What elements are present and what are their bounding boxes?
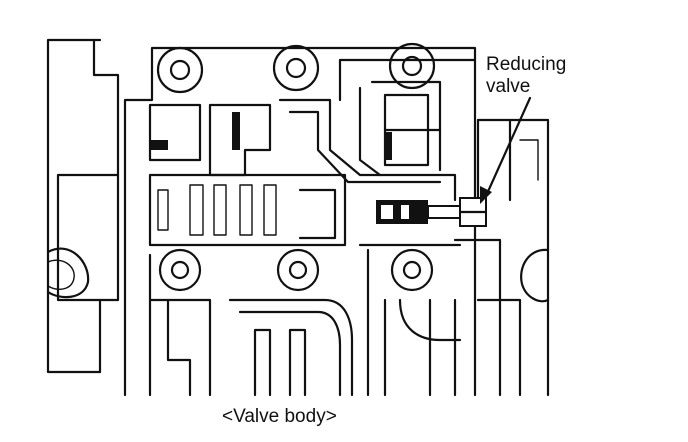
- housing-outline: [46, 38, 120, 374]
- callout-label-line2: valve: [486, 76, 531, 97]
- oil-passages: [148, 80, 462, 397]
- valve-plate: [123, 46, 477, 397]
- callout-arrow: [480, 96, 532, 204]
- bolt-bosses: [156, 42, 436, 292]
- callout-label-line1: Reducing: [486, 54, 567, 75]
- housing-right: [453, 118, 550, 397]
- reducing-valve-part: [376, 197, 488, 227]
- figure-caption: <Valve body>: [222, 406, 337, 427]
